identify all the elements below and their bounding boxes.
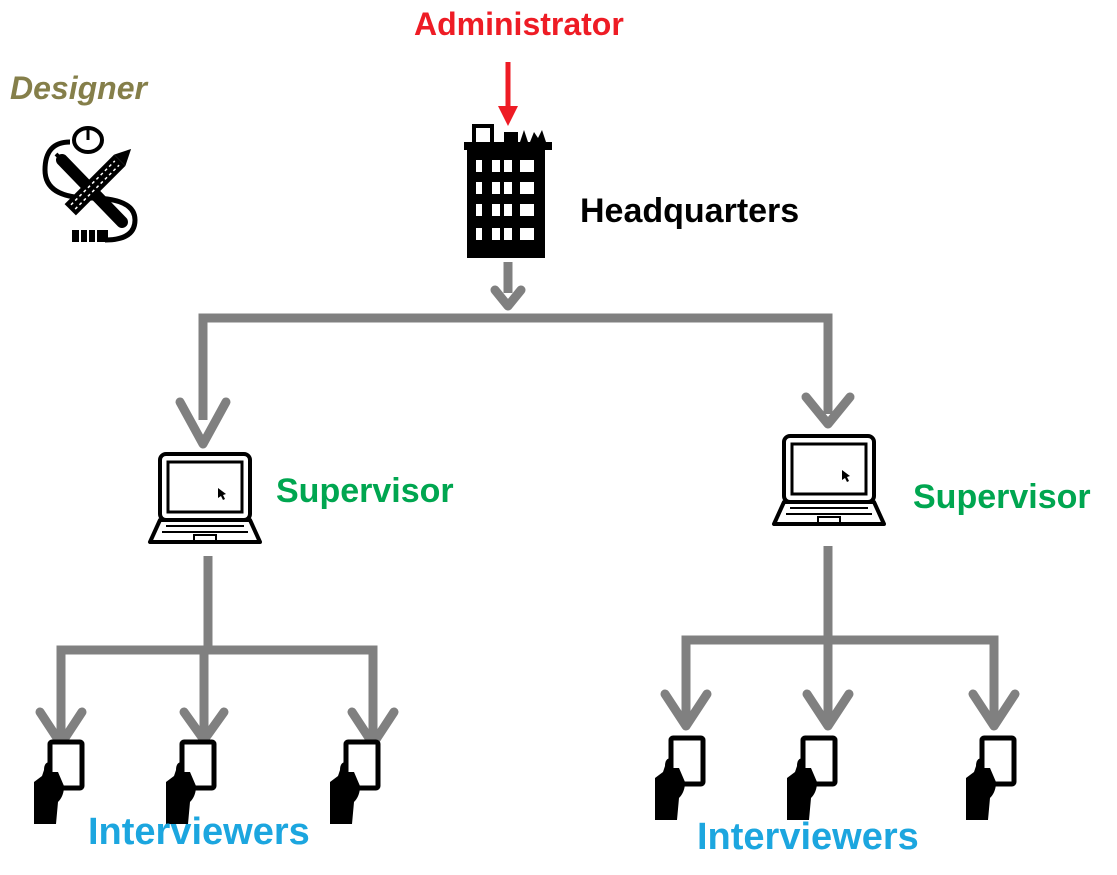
connector-lines	[56, 262, 999, 744]
supervisor-label-left: Supervisor	[276, 472, 454, 510]
handheld-tablet-icon	[966, 738, 1014, 820]
headquarters-label: Headquarters	[580, 192, 800, 230]
handheld-tablet-icon	[34, 742, 82, 824]
handheld-tablet-icon	[330, 742, 378, 824]
building-icon	[464, 124, 552, 258]
admin-arrow	[498, 62, 518, 126]
laptop-icon	[148, 452, 262, 544]
interviewers-label-left: Interviewers	[88, 811, 310, 853]
interviewers-label-right: Interviewers	[697, 816, 919, 858]
laptop-icon	[772, 434, 886, 526]
handheld-tablet-icon	[655, 738, 703, 820]
administrator-label: Administrator	[414, 6, 624, 42]
designer-label: Designer	[10, 70, 147, 106]
supervisor-label-right: Supervisor	[913, 478, 1091, 516]
designer-tools-icon	[42, 126, 138, 243]
handheld-tablet-icon	[787, 738, 835, 820]
